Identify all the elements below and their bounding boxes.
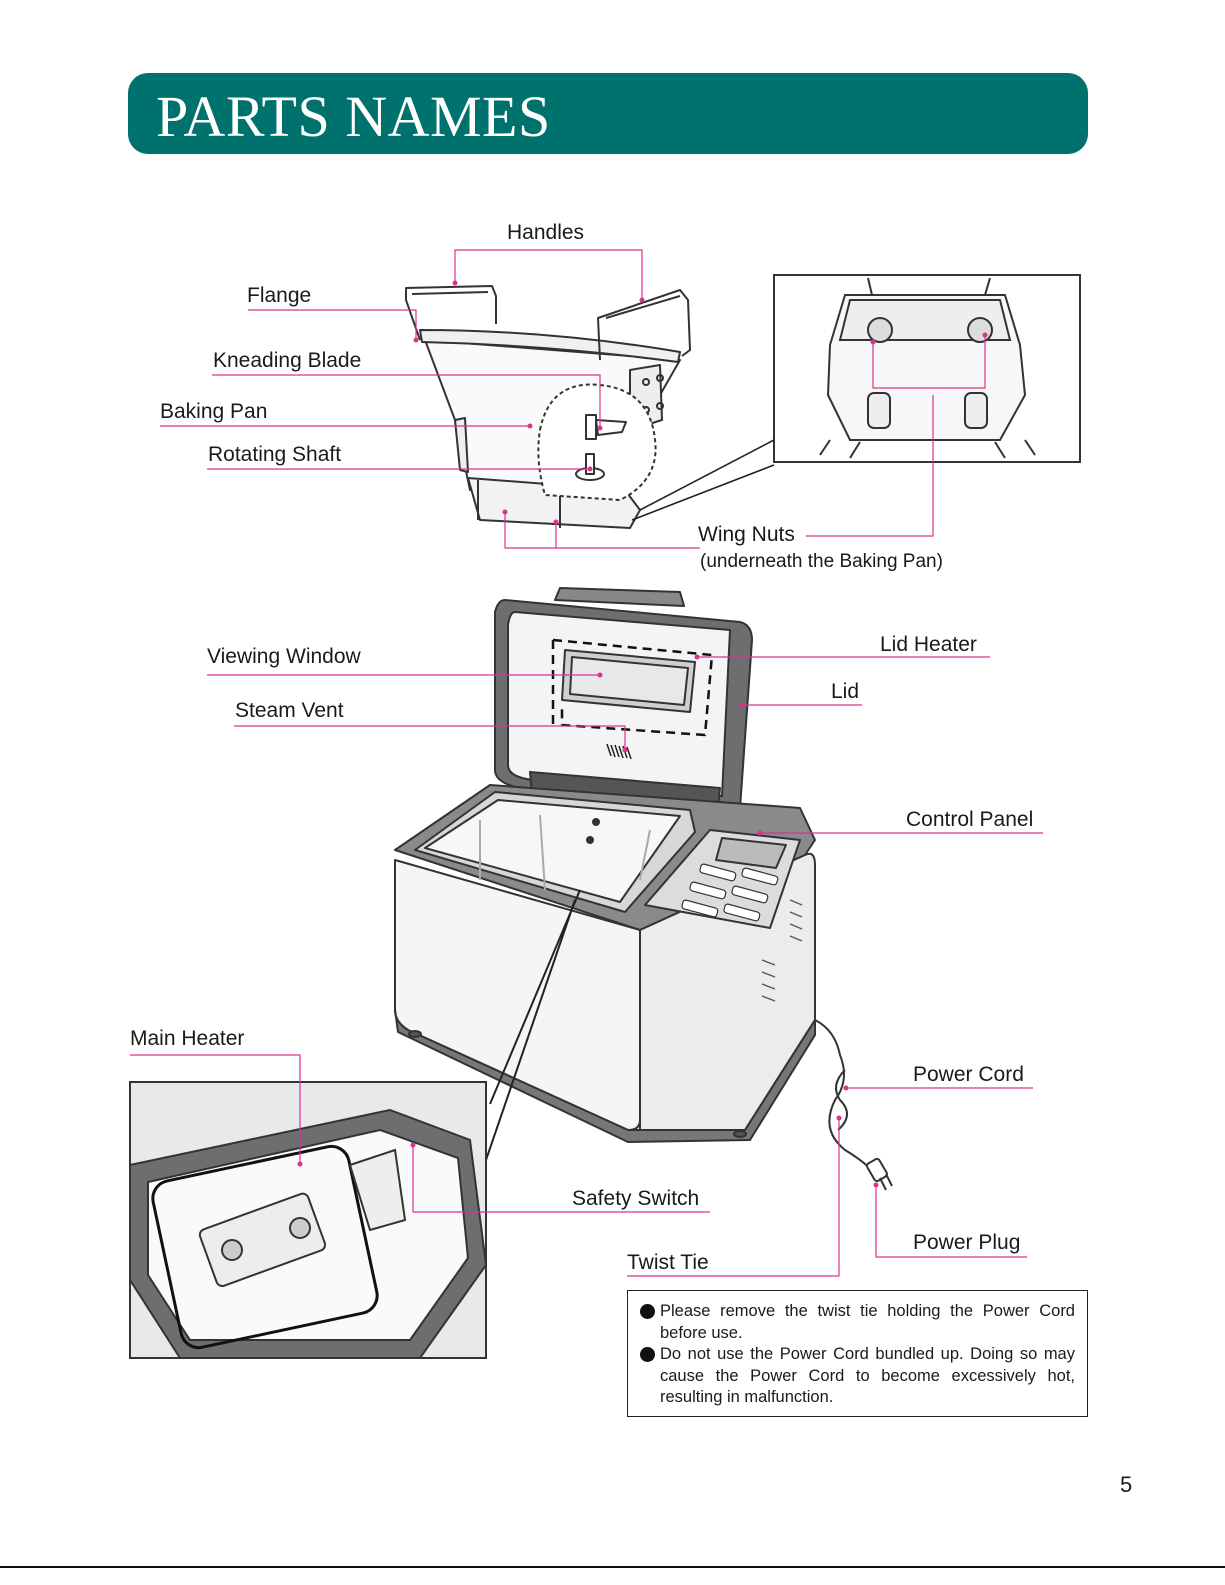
baking-pan-drawing xyxy=(405,285,691,529)
label-flange: Flange xyxy=(247,284,312,307)
note-item: Please remove the twist tie holding the … xyxy=(640,1301,1075,1344)
power-cord-drawing xyxy=(814,1019,893,1191)
label-lid-heater: Lid Heater xyxy=(880,633,977,656)
notes-box: Please remove the twist tie holding the … xyxy=(627,1290,1088,1417)
label-power-cord: Power Cord xyxy=(913,1063,1024,1086)
label-main-heater: Main Heater xyxy=(130,1027,245,1050)
note-item: Do not use the Power Cord bundled up. Do… xyxy=(640,1344,1075,1409)
label-safety-switch: Safety Switch xyxy=(572,1187,700,1210)
label-power-plug: Power Plug xyxy=(913,1231,1021,1254)
bottom-rule xyxy=(0,1566,1225,1568)
bread-maker-drawing xyxy=(394,587,816,1161)
leader-dots xyxy=(297,280,988,1188)
pan-underside-inset xyxy=(631,274,1081,521)
section-header: PARTS NAMES xyxy=(128,73,1088,154)
page-number: 5 xyxy=(1120,1472,1133,1497)
note-text: Please remove the twist tie holding the … xyxy=(660,1302,1075,1342)
bullet-icon xyxy=(640,1347,655,1362)
label-rotating-shaft: Rotating Shaft xyxy=(208,443,342,466)
label-handles: Handles xyxy=(507,221,585,244)
main-heater-inset xyxy=(129,1081,488,1359)
label-twist-tie: Twist Tie xyxy=(627,1251,709,1274)
label-viewing-window: Viewing Window xyxy=(207,645,361,668)
label-wing-nuts-note: (underneath the Baking Pan) xyxy=(700,551,943,572)
page-title: PARTS NAMES xyxy=(156,84,551,149)
leader-lines xyxy=(130,249,1043,1277)
note-text: Do not use the Power Cord bundled up. Do… xyxy=(660,1345,1075,1406)
label-baking-pan: Baking Pan xyxy=(160,400,268,423)
bullet-icon xyxy=(640,1304,655,1319)
label-steam-vent: Steam Vent xyxy=(235,699,344,722)
label-kneading-blade: Kneading Blade xyxy=(213,349,362,372)
label-control-panel: Control Panel xyxy=(906,808,1034,831)
label-wing-nuts: Wing Nuts xyxy=(698,523,795,546)
label-lid: Lid xyxy=(831,680,860,703)
